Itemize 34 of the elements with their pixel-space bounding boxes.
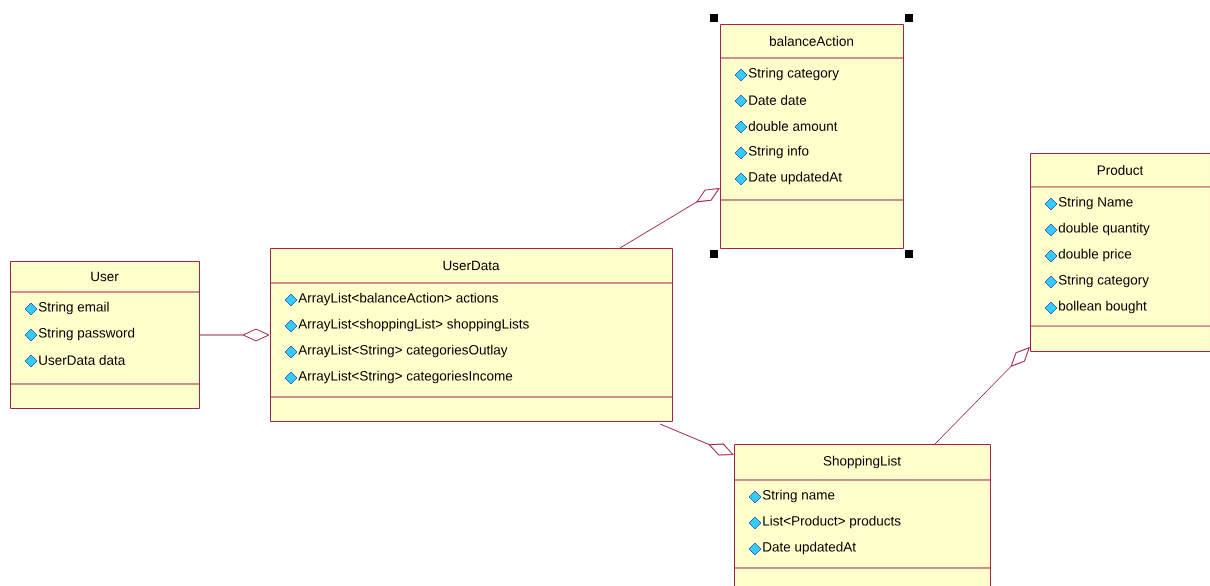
class-box <box>733 444 991 586</box>
attribute-text: double quantity <box>1058 222 1150 236</box>
attribute-text: double amount <box>748 121 838 131</box>
attribute-text: ArrayList<String> categoriesOutlay <box>298 344 508 358</box>
class-name: UserData <box>443 260 500 271</box>
class-name: ShoppingList <box>823 455 901 469</box>
attribute-text: ArrayList<balanceAction> actions <box>298 292 499 306</box>
class-box <box>269 248 673 422</box>
attribute-text: String password <box>38 327 135 341</box>
class-box <box>1029 153 1210 352</box>
class-box <box>9 261 200 409</box>
attribute-text: bollean bought <box>1059 300 1147 314</box>
attribute-text: List<Product> products <box>763 515 901 529</box>
aggregation-line <box>934 347 1030 445</box>
attribute-text: String info <box>748 145 809 159</box>
attribute-text: Date date <box>749 95 807 105</box>
attribute-text: ArrayList<String> categoriesIncome <box>298 370 513 384</box>
attribute-text: String name <box>762 489 835 503</box>
attribute-text: String category <box>1058 274 1149 288</box>
attribute-text: double price <box>1058 248 1132 262</box>
aggregation-line <box>659 423 734 456</box>
attribute-text: Date updatedAt <box>749 171 842 185</box>
attribute-text: UserData data <box>39 355 126 365</box>
attribute-text: ArrayList<shoppingList> shoppingLists <box>298 318 529 332</box>
aggregation-line <box>199 328 270 342</box>
attribute-text: Date updatedAt <box>763 541 856 555</box>
class-box <box>719 24 904 249</box>
attribute-text: String email <box>38 301 109 315</box>
class-name: Product <box>1097 165 1144 175</box>
attribute-text: String Name <box>1058 196 1133 210</box>
attribute-text: String category <box>748 67 839 81</box>
class-name: User <box>91 271 119 282</box>
class-name: balanceAction <box>769 36 853 46</box>
aggregation-line <box>619 188 720 249</box>
